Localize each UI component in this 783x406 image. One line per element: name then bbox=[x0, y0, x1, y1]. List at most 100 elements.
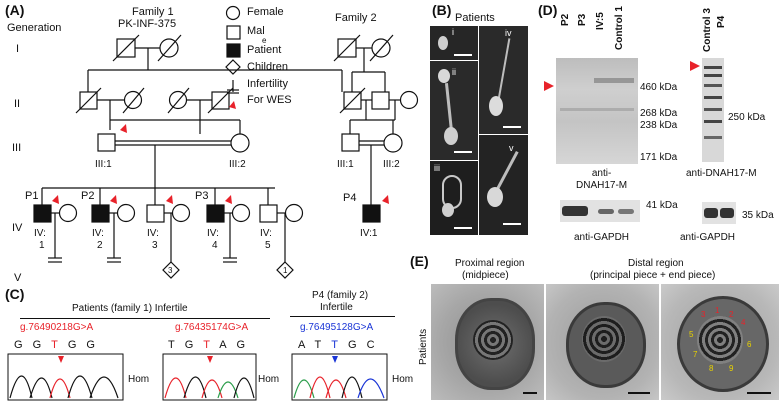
label-iv-2-prefix: IV: bbox=[92, 228, 104, 239]
panel-e-letter: (E) bbox=[410, 253, 429, 269]
panel-d-letter: (D) bbox=[538, 2, 558, 18]
red-arrow-marker bbox=[544, 81, 554, 91]
blot-band bbox=[594, 78, 634, 83]
tem-axoneme bbox=[582, 316, 626, 362]
blot-band bbox=[618, 209, 634, 214]
blot-band bbox=[704, 120, 722, 123]
label-iii-2-f2: III:2 bbox=[383, 159, 400, 170]
variant-1-bases: GGTGG bbox=[14, 339, 105, 351]
generation-label-iv: IV bbox=[12, 222, 23, 234]
label-iv-1-num: 1 bbox=[39, 240, 45, 251]
doublet-number-1: 1 bbox=[715, 306, 720, 315]
base: G bbox=[86, 339, 105, 351]
tem-distal-2: 1 2 3 4 5 6 7 8 9 bbox=[661, 284, 779, 400]
label-iv-3-num: 3 bbox=[152, 240, 158, 251]
scale-bar bbox=[628, 392, 650, 394]
children-count-iv3: 3 bbox=[168, 266, 173, 275]
base: G bbox=[32, 339, 52, 351]
legend-female: Female bbox=[247, 6, 284, 18]
panel-c-letter: (C) bbox=[5, 286, 25, 302]
generation-heading: Generation bbox=[7, 22, 62, 34]
micrograph-ii-label: ii bbox=[452, 67, 456, 77]
family1-id: PK-INF-375 bbox=[118, 18, 177, 30]
base: G bbox=[14, 339, 33, 351]
variant-2-zygosity: Hom bbox=[258, 374, 280, 385]
tem-proximal bbox=[431, 284, 544, 400]
scale-bar bbox=[747, 392, 771, 394]
base: T bbox=[314, 339, 332, 351]
marker-250: 250 kDa bbox=[728, 112, 766, 123]
sperm-tail bbox=[497, 38, 511, 100]
chromatogram-traces bbox=[7, 353, 388, 401]
base: A bbox=[298, 339, 315, 351]
title-rule bbox=[290, 316, 395, 317]
base: G bbox=[67, 339, 87, 351]
doublet-number-7: 7 bbox=[693, 350, 698, 359]
doublet-number-6: 6 bbox=[747, 340, 752, 349]
base: G bbox=[236, 339, 256, 351]
sperm-head bbox=[438, 36, 448, 50]
proximal-title-line2: (midpiece) bbox=[462, 270, 509, 281]
generation-label-v: V bbox=[14, 272, 22, 284]
label-iv-4: IV: 4 bbox=[207, 228, 219, 252]
micrograph-iii-label: iii bbox=[434, 163, 440, 173]
sperm-head bbox=[489, 96, 503, 116]
doublet-number-4: 4 bbox=[741, 318, 746, 327]
legend-male: Mal bbox=[247, 25, 265, 37]
patient-label-p1: P1 bbox=[25, 190, 39, 202]
tem-axoneme bbox=[697, 316, 743, 364]
generation-label-iii: III bbox=[12, 142, 22, 154]
variant-2-label: g.76435174G>A bbox=[175, 322, 249, 333]
blot-band bbox=[704, 108, 722, 111]
scale-bar bbox=[454, 54, 472, 56]
antibody-right: anti-DNAH17-M bbox=[686, 168, 757, 179]
antibody-left-line2: DNAH17-M bbox=[576, 180, 628, 191]
panel-b-letter: (B) bbox=[432, 2, 452, 18]
patient-label-p4: P4 bbox=[343, 192, 357, 204]
micrograph-v-label: v bbox=[509, 143, 514, 153]
gapdh-label-right: anti-GAPDH bbox=[680, 232, 736, 243]
label-iv-5-num: 5 bbox=[265, 240, 271, 251]
panel-c-family2-title-line1: P4 (family 2) bbox=[312, 290, 369, 301]
legend-infertility: Infertility bbox=[247, 78, 288, 90]
blot-band bbox=[704, 74, 722, 77]
legend-stray-letter: e bbox=[262, 36, 267, 45]
gapdh-marker-right: 35 kDa bbox=[742, 210, 774, 221]
label-iii-1-f1: III:1 bbox=[95, 159, 112, 170]
label-iv-1-prefix: IV: bbox=[34, 228, 46, 239]
sperm-tail bbox=[494, 150, 519, 194]
variant-3-zygosity: Hom bbox=[392, 374, 414, 385]
blot-band bbox=[704, 84, 722, 87]
blot-dnah17-right bbox=[702, 58, 724, 162]
marker-268: 268 kDa bbox=[640, 108, 678, 119]
label-iv-5-prefix: IV: bbox=[260, 228, 272, 239]
patient-label-p3: P3 bbox=[195, 190, 209, 202]
sperm-head bbox=[487, 187, 503, 207]
lane-label-p2: P2 bbox=[560, 13, 571, 26]
label-iv-5: IV: 5 bbox=[260, 228, 272, 252]
generation-label-ii: II bbox=[14, 98, 21, 110]
base: G bbox=[184, 339, 204, 351]
label-iii-2-f1: III:2 bbox=[229, 159, 246, 170]
generation-label-i: I bbox=[16, 43, 20, 55]
gapdh-label-left: anti-GAPDH bbox=[574, 232, 630, 243]
label-iii-1-f2: III:1 bbox=[337, 159, 354, 170]
variant-2-bases: TGTAG bbox=[168, 339, 255, 351]
family1-title: Family 1 bbox=[132, 6, 174, 18]
label-iv-4-num: 4 bbox=[212, 240, 218, 251]
panel-c-family1-title: Patients (family 1) Infertile bbox=[72, 303, 188, 314]
panel-c-family2-title-line2: Infertile bbox=[320, 302, 353, 313]
base-variant: T bbox=[203, 339, 220, 351]
doublet-number-2: 2 bbox=[729, 310, 734, 319]
label-iv-1: IV: 1 bbox=[34, 228, 46, 252]
panel-a-letter: (A) bbox=[5, 2, 25, 18]
label-iv-2: IV: 2 bbox=[92, 228, 104, 252]
legend-patient: Patient bbox=[247, 44, 282, 56]
panel-e-side-label: Patients bbox=[418, 328, 429, 365]
gapdh-marker-left: 41 kDa bbox=[646, 200, 678, 211]
blot-gapdh-left bbox=[560, 200, 640, 222]
label-iv-1-f2: IV:1 bbox=[360, 228, 378, 239]
micrograph-v: v bbox=[479, 135, 528, 235]
label-iv-4-prefix: IV: bbox=[207, 228, 219, 239]
lane-label-p4: P4 bbox=[716, 15, 727, 28]
